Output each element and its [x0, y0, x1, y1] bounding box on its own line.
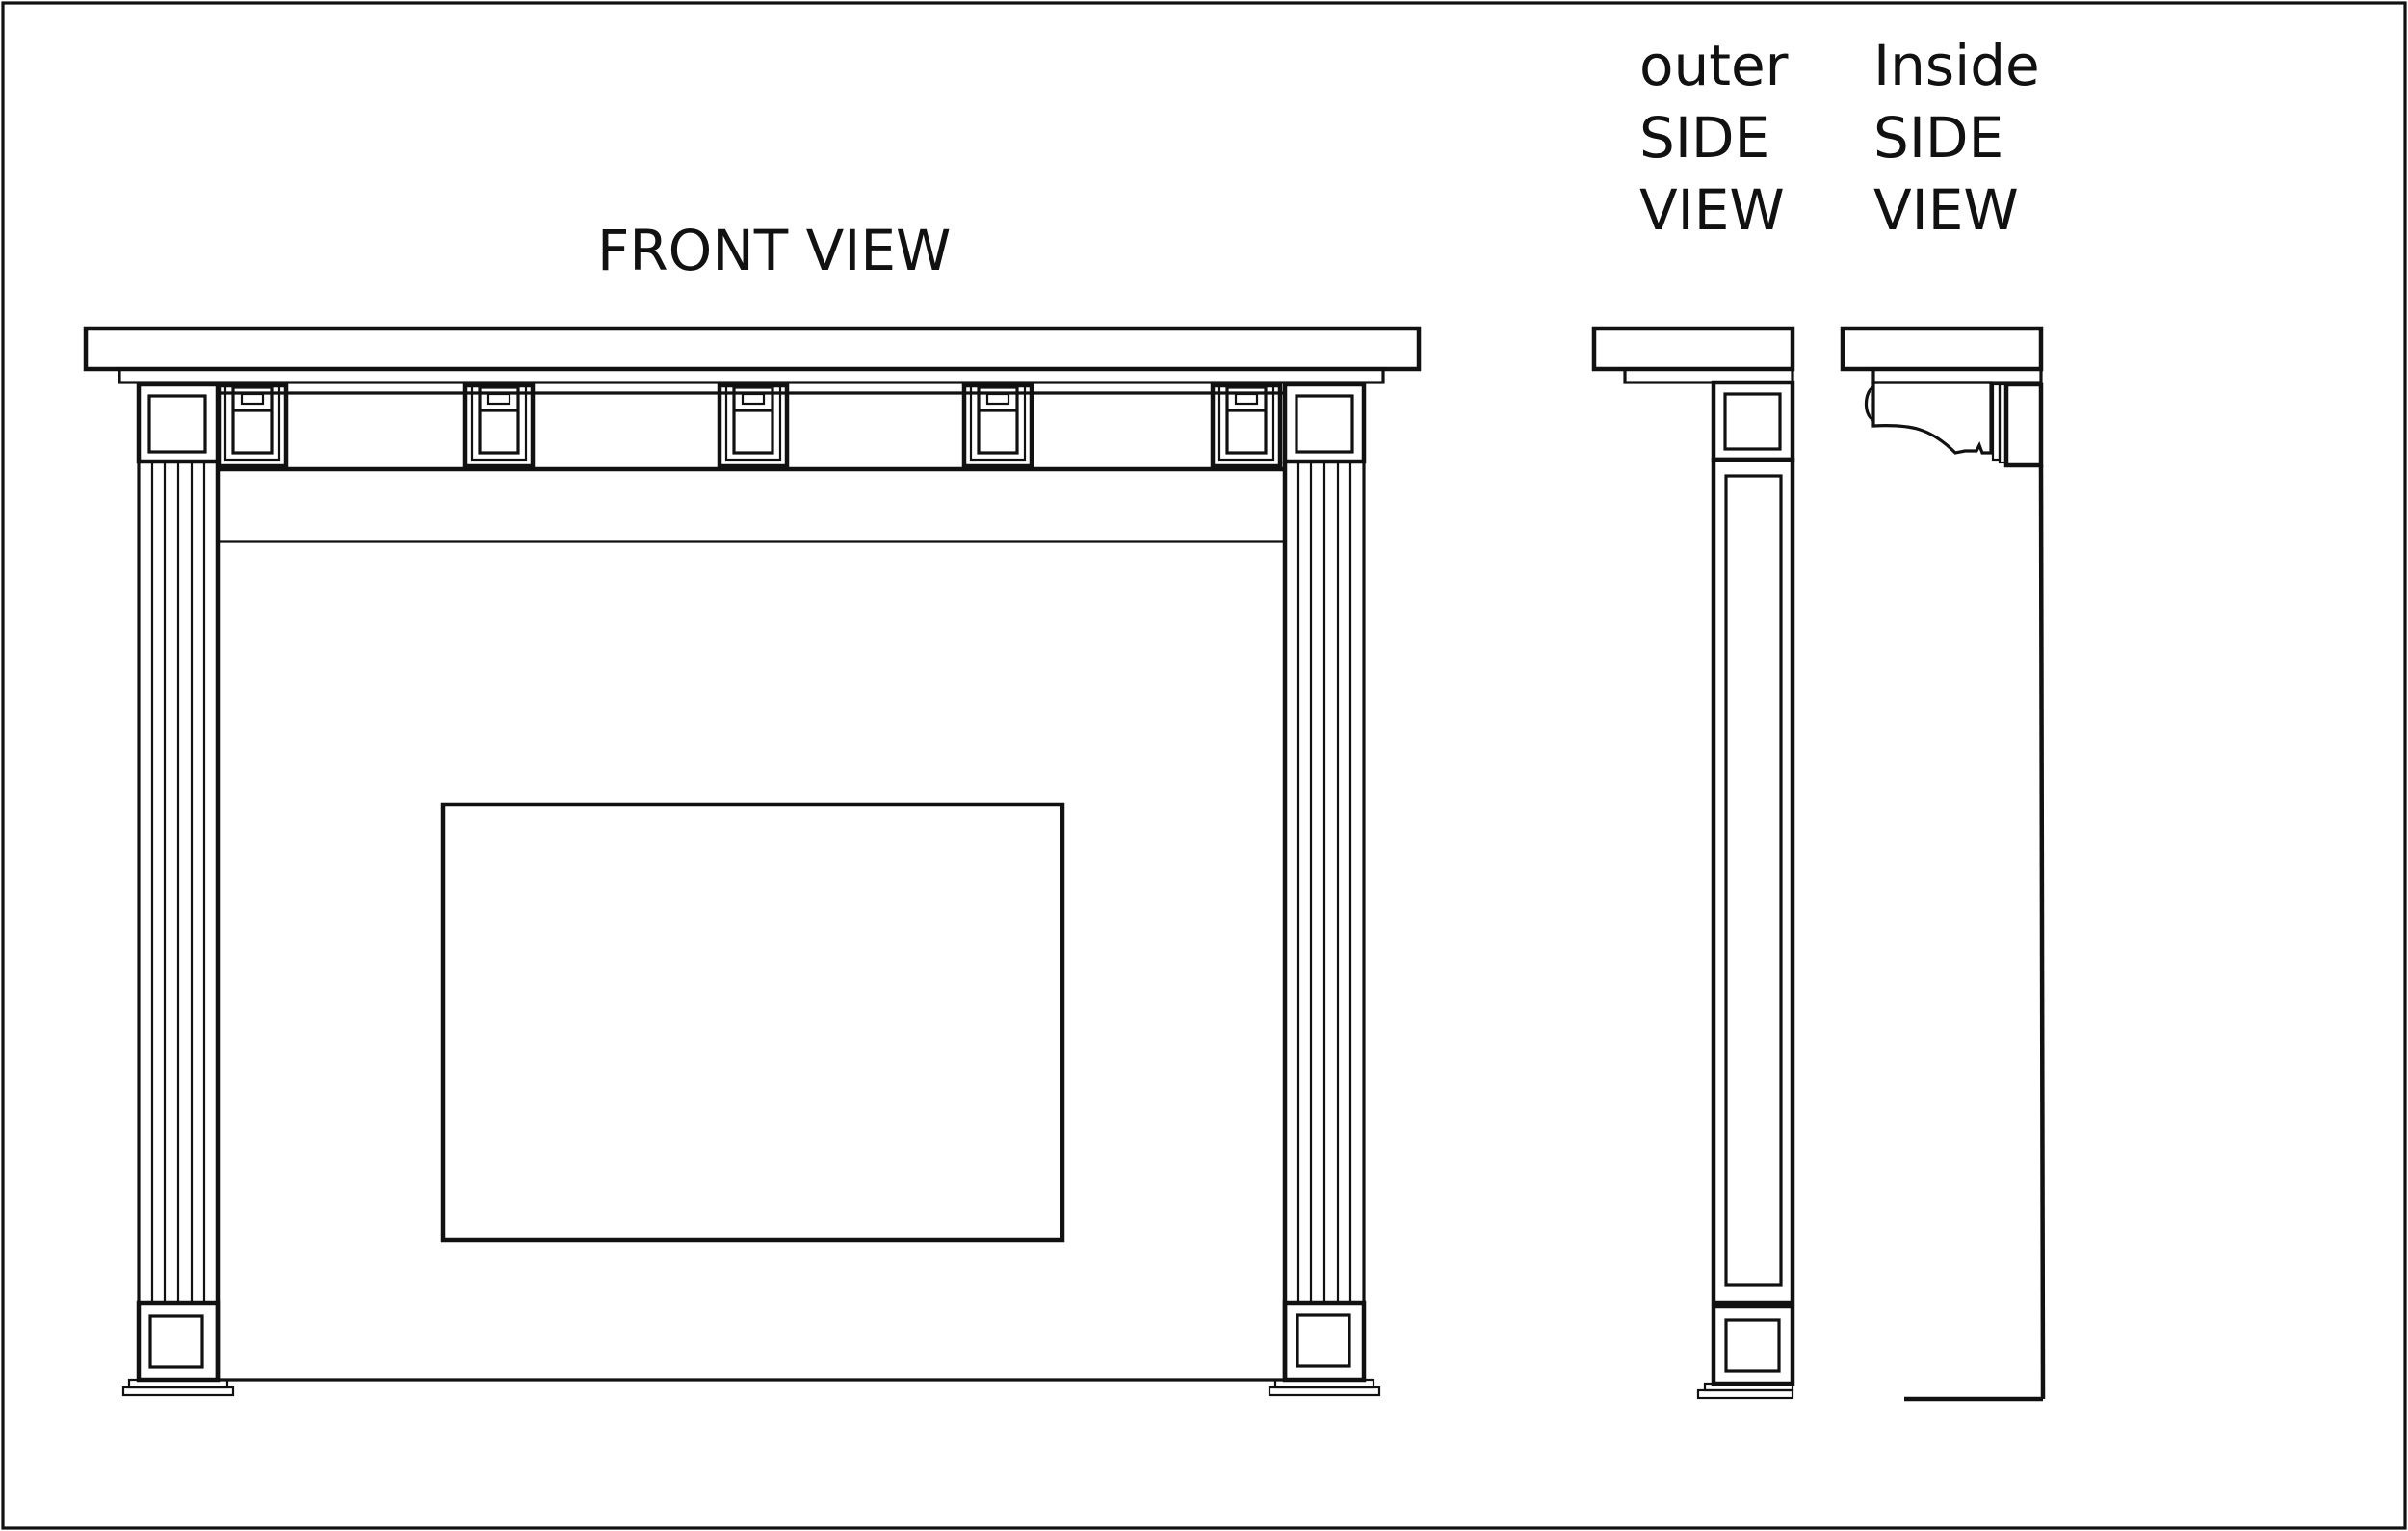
inside-back-board	[2003, 382, 2044, 468]
inside-wall-line	[2038, 464, 2046, 1400]
outer-side-label-line-1: outer	[1639, 33, 1789, 98]
inside-side-label-line-1: Inside	[1873, 33, 2040, 98]
mantel-shelf	[83, 326, 1422, 372]
right-pilaster	[1282, 462, 1366, 1380]
shelf-molding	[118, 367, 1385, 384]
left-capital-block	[136, 382, 221, 464]
inside-side-label-line-3: VIEW	[1873, 177, 2019, 243]
inside-side-label-line-2: SIDE	[1873, 105, 2003, 171]
outer-pilaster-shaft	[1711, 457, 1795, 1306]
left-pilaster	[137, 462, 221, 1380]
corbel-5	[1210, 383, 1283, 469]
outer-side-label-line-3: VIEW	[1639, 177, 1785, 243]
outer-shelf	[1591, 326, 1795, 372]
outer-pilaster-panel	[1724, 474, 1783, 1287]
corbel-4	[961, 383, 1034, 469]
firebox-opening	[440, 802, 1065, 1243]
corbel-profile	[1871, 381, 1993, 455]
corbel-2	[462, 383, 536, 469]
inside-shelf	[1840, 326, 2044, 372]
inside-side-view	[1840, 326, 2046, 1402]
outer-side-view	[1591, 326, 1795, 1400]
outer-shelf-molding	[1623, 367, 1794, 384]
corbel-1	[216, 383, 289, 469]
right-plinth-block	[1268, 1300, 1381, 1397]
outer-side-label-line-2: SIDE	[1639, 105, 1769, 171]
corbel-3	[717, 383, 790, 469]
corbel-bead	[1864, 385, 1875, 422]
left-plinth-block	[121, 1300, 235, 1397]
front-view	[83, 326, 1422, 1397]
right-capital-block	[1282, 382, 1367, 464]
front-view-label: FRONT VIEW	[597, 218, 951, 283]
